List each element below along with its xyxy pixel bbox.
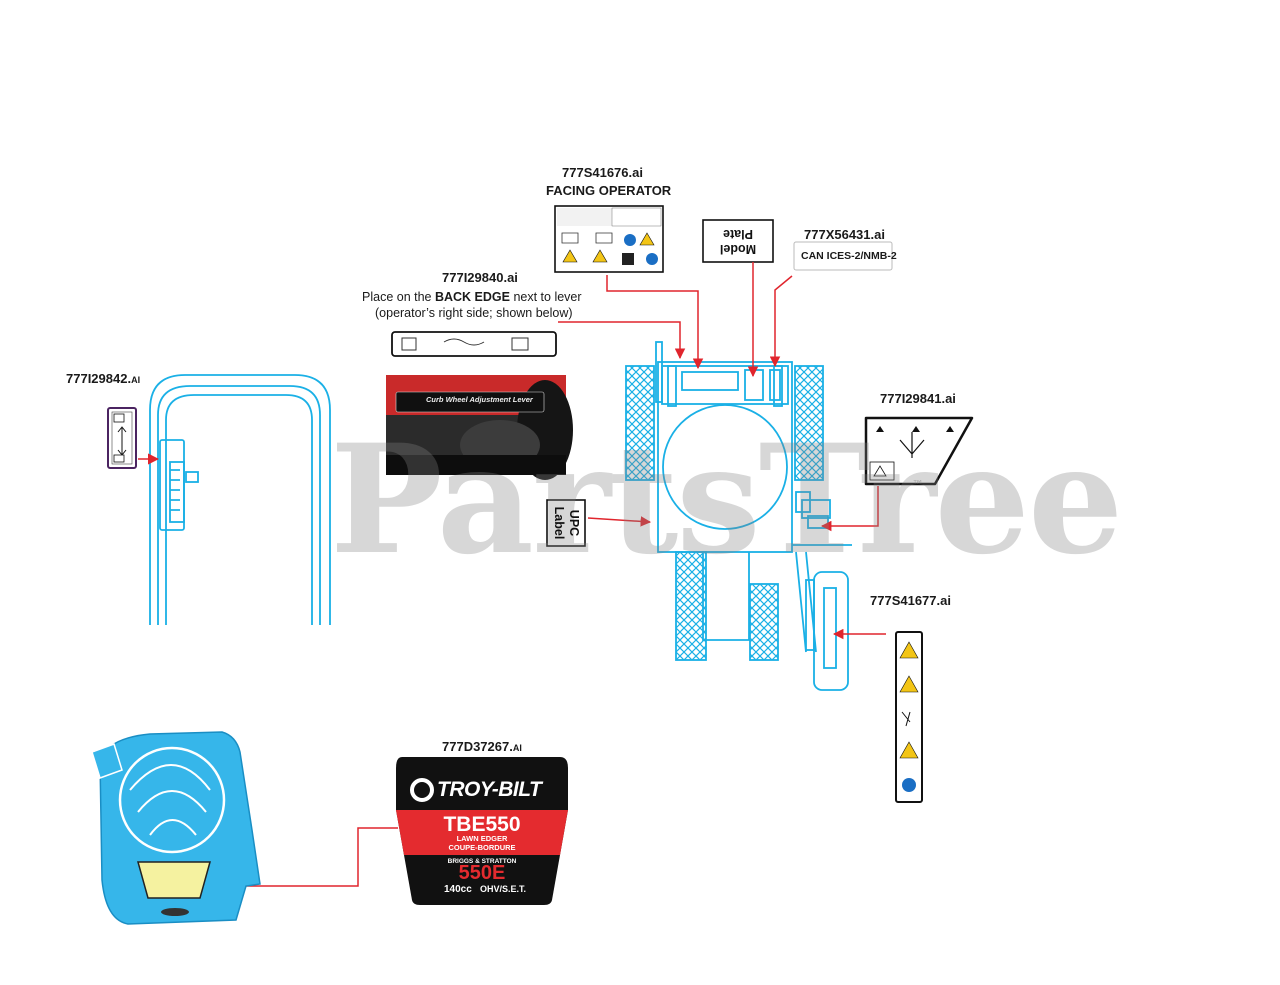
engine-ohv-set: OHV/S.E.T. xyxy=(480,884,527,894)
decal-777I29840 xyxy=(391,331,557,357)
label-777S41676: 777S41676.ai xyxy=(562,165,643,180)
engine-550e: 550E xyxy=(458,862,506,884)
troy-bilt-brand: TROY-BILT xyxy=(437,778,542,801)
upc-label-box xyxy=(546,499,586,547)
coupe-bordure-text: COUPE-BORDURE xyxy=(448,843,516,852)
label-777X56431: 777X56431.ai xyxy=(804,227,885,242)
label-777I29840: 777I29840.ai xyxy=(442,270,518,285)
label-777I29842: 777I29842.AI xyxy=(66,371,141,386)
decal-777D37267 xyxy=(396,757,568,905)
watermark-partstree: PartsTree xyxy=(330,412,1123,588)
decal-777I29842 xyxy=(107,407,137,469)
engine-shroud xyxy=(91,731,261,925)
engine-140cc: 140cc xyxy=(444,884,472,895)
label-777S41677: 777S41677.ai xyxy=(870,593,951,608)
placement-note-line2: (operator’s right side; shown below) xyxy=(375,306,573,320)
watermark-trademark: ™ xyxy=(912,478,924,492)
decal-777S41677 xyxy=(895,631,923,803)
label-777I29841: 777I29841.ai xyxy=(880,391,956,406)
model-tbe550: TBE550 xyxy=(443,813,521,836)
machine-outline xyxy=(625,341,852,691)
placement-note-line1: Place on the BACK EDGE next to lever xyxy=(362,290,582,304)
handle-outline xyxy=(149,374,331,625)
can-ices-text: CAN ICES-2/NMB-2 xyxy=(801,250,897,262)
briggs-stratton-text: BRIGGS & STRATTON xyxy=(447,858,517,865)
decal-777X56431 xyxy=(793,241,893,271)
label-777D37267: 777D37267.AI xyxy=(442,739,522,754)
lever-photo xyxy=(386,375,573,480)
model-plate-box xyxy=(702,219,774,263)
curb-wheel-lever-title: Curb Wheel Adjustment Lever xyxy=(426,395,533,404)
decal-777S41676 xyxy=(554,205,664,273)
decal-777I29841 xyxy=(864,416,974,486)
lawn-edger-text: LAWN EDGER xyxy=(456,834,508,843)
label-facing-operator: FACING OPERATOR xyxy=(546,183,672,198)
callout-lines xyxy=(224,262,886,892)
